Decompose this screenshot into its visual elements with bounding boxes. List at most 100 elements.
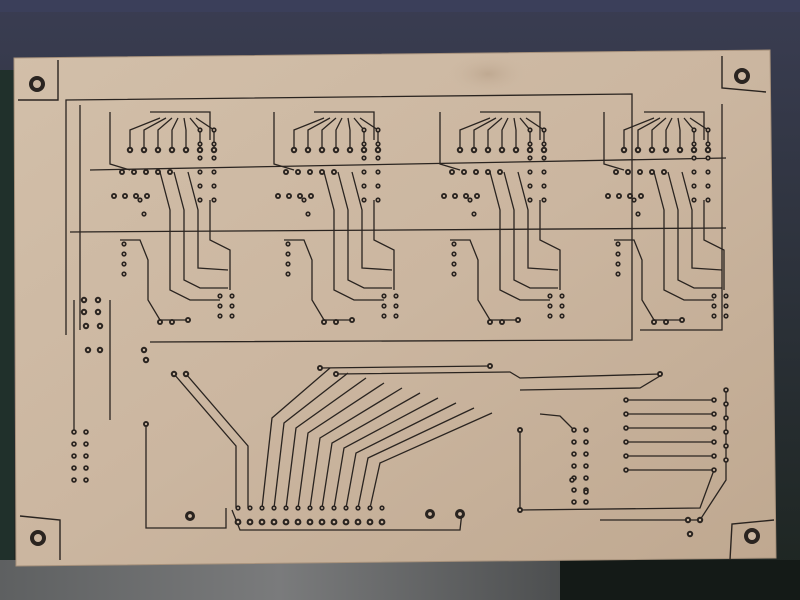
pad-hole: [213, 143, 215, 145]
pad-hole: [345, 507, 347, 509]
header-trace: [143, 117, 167, 150]
pad-hole: [363, 143, 365, 145]
pad-hole: [213, 129, 215, 131]
pad-hole: [156, 170, 160, 174]
lower-trace: [614, 239, 682, 321]
pad-hole: [231, 295, 233, 297]
top-edge: [0, 0, 800, 12]
pad-hole: [72, 478, 76, 482]
pad-hole: [357, 507, 359, 509]
pad-hole: [662, 170, 666, 174]
pad-hole: [712, 468, 716, 472]
solder-pads: [71, 127, 729, 538]
pad-hole: [363, 129, 365, 131]
pad-hole: [472, 148, 476, 152]
pad-hole: [231, 315, 233, 317]
upper-bus: [89, 157, 727, 171]
pad-hole: [249, 507, 251, 509]
pad-hole: [199, 143, 201, 145]
pad-hole: [724, 388, 728, 392]
block-trace: [644, 111, 705, 140]
lower-trace: [209, 200, 231, 290]
pad-hole: [172, 372, 176, 376]
pad-hole: [142, 348, 146, 352]
pad-hole: [84, 442, 88, 446]
dark-rail-bottom: [560, 560, 800, 600]
pad-hole: [638, 170, 642, 174]
right-block-trace: [600, 390, 727, 521]
pad-hole: [529, 157, 531, 159]
pad-hole: [707, 129, 709, 131]
pad-hole: [98, 348, 102, 352]
pad-hole: [307, 213, 309, 215]
block-trace: [314, 111, 375, 140]
pad-hole: [528, 148, 532, 152]
fan-trace: [309, 387, 403, 509]
pad-hole: [98, 324, 102, 328]
pad-hole: [442, 194, 446, 198]
pad-hole: [377, 157, 379, 159]
outer-bus: [65, 93, 633, 343]
pad-hole: [186, 318, 190, 322]
pad-hole: [584, 440, 588, 444]
pad-hole: [356, 520, 360, 524]
pad-hole: [219, 315, 221, 317]
pad-hole: [473, 213, 475, 215]
pad-hole: [572, 440, 576, 444]
dark-rail-left: [0, 70, 14, 560]
right-block-trace: [519, 430, 715, 511]
pad-hole: [395, 295, 397, 297]
pad-hole: [380, 520, 384, 524]
pad-hole: [698, 518, 702, 522]
fan-trace: [173, 373, 237, 508]
pad-hole: [296, 170, 300, 174]
pad-hole: [486, 148, 490, 152]
pad-hole: [724, 430, 728, 434]
pad-hole: [664, 320, 668, 324]
pad-hole: [72, 454, 76, 458]
pad-hole: [213, 185, 215, 187]
pad-hole: [236, 520, 240, 524]
pad-hole: [199, 129, 201, 131]
pad-hole: [170, 148, 174, 152]
pad-hole: [622, 148, 626, 152]
pad-hole: [184, 372, 188, 376]
corner-marks: [18, 56, 775, 561]
pad-hole: [458, 148, 462, 152]
block-trace: [439, 112, 461, 171]
pad-hole: [561, 305, 563, 307]
pad-hole: [706, 148, 710, 152]
pad-hole: [377, 143, 379, 145]
pad-hole: [237, 507, 239, 509]
pad-hole: [606, 194, 610, 198]
pad-hole: [518, 508, 522, 512]
pad-hole: [712, 440, 716, 444]
header-trace: [183, 117, 187, 150]
corner-mount-holes: [29, 68, 760, 546]
pad-hole: [543, 157, 545, 159]
right-block-trace: [519, 375, 661, 391]
fan-trace: [357, 407, 475, 509]
pad-hole: [624, 440, 628, 444]
header-trace: [335, 117, 343, 150]
pad-hole: [84, 430, 88, 434]
pad-hole: [693, 157, 695, 159]
block-trace: [480, 111, 541, 140]
pad-hole: [561, 295, 563, 297]
pad-hole: [584, 476, 588, 480]
pad-hole: [572, 500, 576, 504]
pad-hole: [318, 366, 322, 370]
pad-hole: [572, 452, 576, 456]
pad-hole: [168, 170, 172, 174]
pad-hole: [199, 171, 201, 173]
fan-trace: [345, 402, 457, 509]
pad-hole: [453, 194, 457, 198]
pad-hole: [458, 512, 462, 516]
pad-hole: [453, 263, 455, 265]
pad-hole: [529, 143, 531, 145]
pad-hole: [529, 171, 531, 173]
pad-hole: [308, 520, 312, 524]
pad-hole: [296, 520, 300, 524]
pad-hole: [488, 364, 492, 368]
header-trace: [171, 117, 179, 150]
